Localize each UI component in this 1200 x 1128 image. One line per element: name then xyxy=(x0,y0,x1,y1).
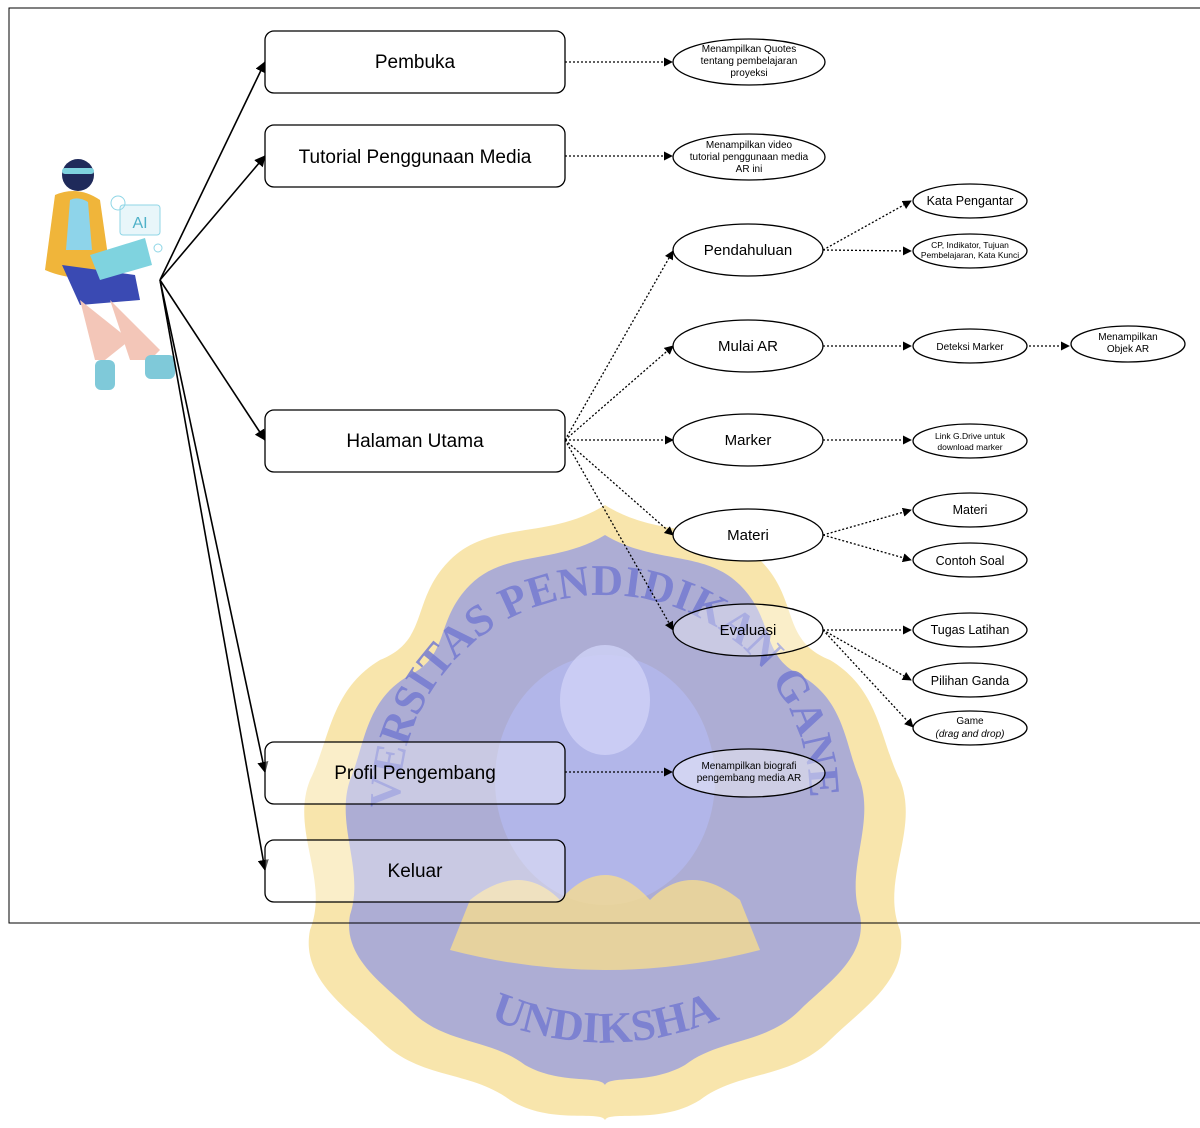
menu-tutorial-label: Tutorial Penggunaan Media xyxy=(299,147,532,168)
menu-keluar[interactable]: Keluar xyxy=(264,839,566,903)
svg-text:Evaluasi: Evaluasi xyxy=(720,622,777,639)
menu-profil-label: Profil Pengembang xyxy=(334,763,496,784)
svg-text:tentang pembelajaran: tentang pembelajaran xyxy=(701,56,798,67)
leaf-deteksi-marker[interactable]: Deteksi Marker xyxy=(912,328,1028,364)
svg-text:Materi: Materi xyxy=(727,527,769,544)
svg-text:AR ini: AR ini xyxy=(736,164,763,175)
svg-text:tutorial penggunaan media: tutorial penggunaan media xyxy=(690,152,809,163)
svg-text:download marker: download marker xyxy=(937,442,1002,452)
node-pendahuluan[interactable]: Pendahuluan xyxy=(672,223,824,277)
node-materi[interactable]: Materi xyxy=(672,508,824,562)
svg-text:Pembelajaran, Kata Kunci: Pembelajaran, Kata Kunci xyxy=(921,250,1019,260)
svg-text:Mulai AR: Mulai AR xyxy=(718,338,778,355)
svg-text:Contoh Soal: Contoh Soal xyxy=(936,554,1005,568)
menu-keluar-label: Keluar xyxy=(388,861,444,882)
leaf-objek-ar[interactable]: Menampilkan Objek AR xyxy=(1070,325,1186,363)
svg-text:Link G.Drive untuk: Link G.Drive untuk xyxy=(935,431,1006,441)
svg-text:pengembang media AR: pengembang media AR xyxy=(697,773,802,784)
leaf-kata-pengantar[interactable]: Kata Pengantar xyxy=(912,183,1028,219)
halaman-utama-connectors xyxy=(564,250,674,631)
node-mulai-ar[interactable]: Mulai AR xyxy=(672,319,824,373)
svg-text:Kata Pengantar: Kata Pengantar xyxy=(927,194,1014,208)
svg-text:Menampilkan: Menampilkan xyxy=(1098,332,1157,343)
leaf-contoh-soal[interactable]: Contoh Soal xyxy=(912,542,1028,578)
svg-text:Pendahuluan: Pendahuluan xyxy=(704,242,792,259)
menu-halaman-utama-label: Halaman Utama xyxy=(346,431,484,452)
leaf-link-gdrive[interactable]: Link G.Drive untuk download marker xyxy=(912,423,1028,459)
svg-text:Marker: Marker xyxy=(725,432,772,449)
menu-halaman-utama[interactable]: Halaman Utama xyxy=(264,409,566,473)
seal-center-figure xyxy=(495,655,715,905)
menu-profil[interactable]: Profil Pengembang xyxy=(264,741,566,805)
desc-profil-bio: Menampilkan biografi pengembang media AR xyxy=(672,748,826,798)
svg-text:Pilihan Ganda: Pilihan Ganda xyxy=(931,674,1010,688)
svg-text:Menampilkan biografi: Menampilkan biografi xyxy=(701,761,796,772)
svg-text:Menampilkan Quotes: Menampilkan Quotes xyxy=(702,44,797,55)
menu-tutorial[interactable]: Tutorial Penggunaan Media xyxy=(264,124,566,188)
svg-text:proyeksi: proyeksi xyxy=(730,68,767,79)
leaf-materi[interactable]: Materi xyxy=(912,492,1028,528)
leaf-cp-indikator[interactable]: CP, Indikator, Tujuan Pembelajaran, Kata… xyxy=(912,233,1028,269)
node-marker[interactable]: Marker xyxy=(672,413,824,467)
leaf-tugas-latihan[interactable]: Tugas Latihan xyxy=(912,612,1028,648)
svg-text:Game: Game xyxy=(956,716,984,727)
svg-text:Objek AR: Objek AR xyxy=(1107,344,1149,355)
user-illustration: AI xyxy=(45,159,175,390)
svg-text:Deteksi Marker: Deteksi Marker xyxy=(936,342,1004,353)
desc-quotes: Menampilkan Quotes tentang pembelajaran … xyxy=(672,38,826,86)
diagram-frame xyxy=(8,7,1200,924)
desc-tutorial-video: Menampilkan video tutorial penggunaan me… xyxy=(672,133,826,181)
main-connectors xyxy=(159,60,269,872)
desc-connectors xyxy=(565,57,673,777)
leaf-pilihan-ganda[interactable]: Pilihan Ganda xyxy=(912,662,1028,698)
leaf-game[interactable]: Game (drag and drop) xyxy=(912,710,1028,746)
menu-pembuka-label: Pembuka xyxy=(375,52,456,73)
menu-pembuka[interactable]: Pembuka xyxy=(264,30,566,94)
svg-text:CP, Indikator, Tujuan: CP, Indikator, Tujuan xyxy=(931,240,1009,250)
node-evaluasi[interactable]: Evaluasi xyxy=(672,603,824,657)
svg-text:Tugas Latihan: Tugas Latihan xyxy=(931,623,1010,637)
sub-connectors xyxy=(822,200,1070,728)
svg-text:Menampilkan video: Menampilkan video xyxy=(706,140,793,151)
svg-text:Materi: Materi xyxy=(953,503,988,517)
illustration-ai-label: AI xyxy=(132,215,147,232)
seal-figure-head xyxy=(560,645,650,755)
svg-text:(drag and drop): (drag and drop) xyxy=(936,729,1005,740)
